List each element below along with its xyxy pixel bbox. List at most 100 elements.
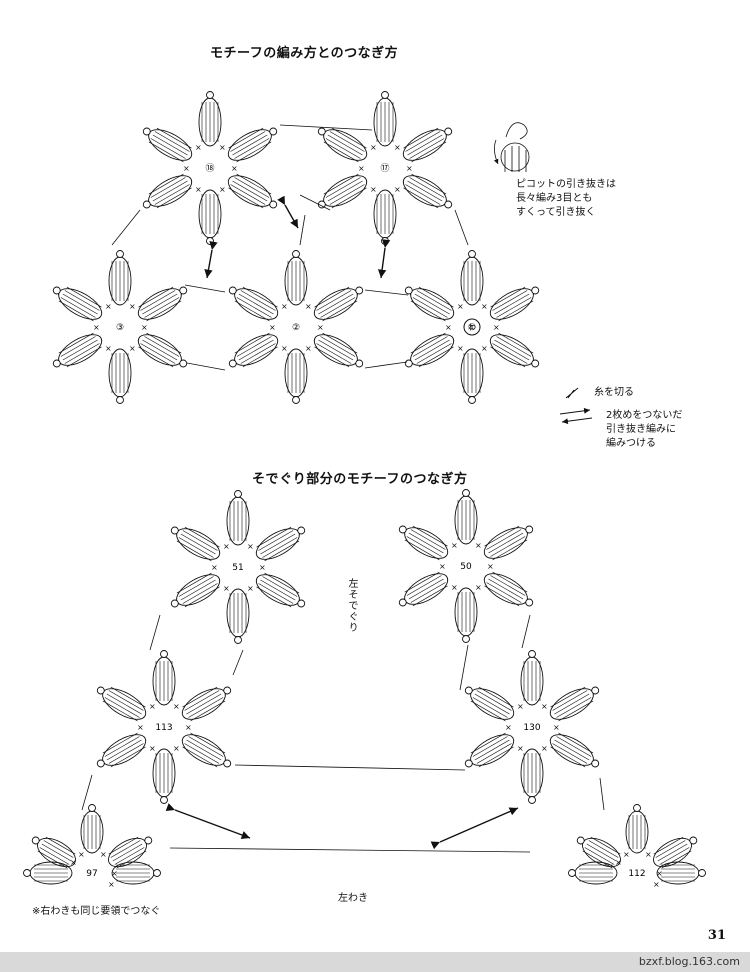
svg-text:×: × [406, 164, 413, 173]
svg-text:×: × [219, 185, 226, 194]
svg-text:×: × [305, 302, 312, 311]
motif-112: ××××× [568, 804, 706, 889]
svg-text:×: × [281, 344, 288, 353]
join-arrows-bottom [165, 803, 519, 850]
svg-text:×: × [141, 323, 148, 332]
footer-watermark: bzxf.blog.163.com [638, 955, 740, 968]
section1-title: モチーフの編み方とのつなぎ方 [210, 46, 399, 61]
svg-text:×: × [183, 164, 190, 173]
svg-text:×: × [173, 744, 180, 753]
svg-text:×: × [78, 850, 85, 859]
motif-3-label: ③ [116, 323, 124, 333]
svg-text:×: × [247, 584, 254, 593]
svg-text:×: × [111, 869, 118, 878]
cut-thread-icon [565, 387, 579, 399]
svg-text:×: × [231, 164, 238, 173]
svg-text:×: × [223, 584, 230, 593]
motif-51-label: 51 [232, 563, 243, 573]
motif-97-label: 97 [86, 869, 97, 879]
svg-text:×: × [623, 850, 630, 859]
svg-text:×: × [305, 344, 312, 353]
svg-text:×: × [93, 323, 100, 332]
section2-title: そでぐり部分のモチーフのつなぎ方 [252, 472, 468, 487]
svg-text:×: × [445, 323, 452, 332]
svg-text:×: × [100, 850, 107, 859]
footer-bar: bzxf.blog.163.com [0, 952, 750, 972]
svg-text:×: × [394, 143, 401, 152]
motif-130: × × × × × × [464, 650, 600, 804]
svg-text:×: × [481, 344, 488, 353]
svg-text:×: × [129, 344, 136, 353]
svg-text:×: × [219, 143, 226, 152]
motif-2: ×××××× [228, 250, 364, 404]
svg-text:×: × [553, 723, 560, 732]
motif-1-label: ① [468, 323, 476, 333]
motif-50-label: 50 [460, 562, 472, 572]
motif-113: × × × × × × [96, 650, 232, 804]
svg-text:×: × [211, 563, 218, 572]
svg-text:×: × [517, 744, 524, 753]
crochet-diagram: ××××××××××××××××××××××××××××××わ×××××××××… [23, 91, 706, 889]
svg-text:×: × [317, 323, 324, 332]
motif-50: ×××××× [398, 489, 534, 643]
svg-text:×: × [105, 344, 112, 353]
legend-cut-label: 糸を切る [594, 387, 634, 398]
svg-text:×: × [137, 723, 144, 732]
motif-113-label: 113 [155, 723, 172, 733]
motif-97: ××××× [23, 804, 161, 889]
motif-17: × × × × × × [317, 91, 453, 245]
svg-text:×: × [195, 143, 202, 152]
join-arrow-legend-icon [559, 407, 593, 425]
svg-text:×: × [457, 344, 464, 353]
svg-text:×: × [370, 143, 377, 152]
svg-text:×: × [517, 702, 524, 711]
join-lines-bottom [81, 614, 605, 853]
svg-text:×: × [195, 185, 202, 194]
join-arrows-top [204, 195, 391, 279]
svg-text:×: × [475, 541, 482, 550]
svg-text:×: × [105, 302, 112, 311]
svg-text:×: × [541, 744, 548, 753]
motif-130-label: 130 [523, 723, 540, 733]
svg-text:×: × [173, 702, 180, 711]
picot-detail-icon [493, 122, 530, 172]
svg-text:×: × [149, 702, 156, 711]
svg-text:×: × [439, 562, 446, 571]
footnote: ※右わきも同じ要領でつなぐ [32, 906, 161, 917]
svg-text:×: × [70, 858, 77, 867]
page-number: 31 [707, 928, 726, 943]
center-ring-label: わ [468, 323, 476, 332]
motif-51: × × × × × × [170, 490, 306, 644]
left-sleeve-label: 左そでぐり [346, 578, 357, 633]
svg-text:×: × [475, 583, 482, 592]
svg-text:×: × [457, 302, 464, 311]
svg-text:×: × [129, 302, 136, 311]
svg-text:×: × [481, 302, 488, 311]
svg-text:×: × [185, 723, 192, 732]
svg-text:×: × [259, 563, 266, 572]
svg-text:×: × [370, 185, 377, 194]
svg-text:×: × [451, 583, 458, 592]
legend-join-label: 2枚めをつないだ 引き抜き編みに 編みつける [606, 410, 683, 449]
svg-text:×: × [451, 541, 458, 550]
motif-3: × × × × × × [52, 250, 188, 404]
motif-18-label: ⑱ [205, 163, 214, 174]
svg-text:×: × [149, 744, 156, 753]
svg-text:×: × [541, 702, 548, 711]
motif-1: × × × × × × [404, 250, 540, 404]
picot-note: ピコットの引き抜きは 長々編み3目とも すくって引き抜く [516, 179, 616, 218]
svg-text:×: × [223, 542, 230, 551]
svg-text:×: × [247, 542, 254, 551]
svg-text:×: × [108, 880, 115, 889]
join-lines-top [111, 124, 469, 371]
motif-2-label: ② [292, 323, 300, 333]
svg-text:×: × [394, 185, 401, 194]
svg-text:×: × [281, 302, 288, 311]
svg-text:×: × [493, 323, 500, 332]
svg-text:×: × [656, 869, 663, 878]
motif-17-label: ⑰ [380, 163, 389, 174]
motif-112-label: 112 [628, 869, 645, 879]
svg-text:×: × [505, 723, 512, 732]
center-ring [463, 318, 481, 336]
svg-text:×: × [358, 164, 365, 173]
